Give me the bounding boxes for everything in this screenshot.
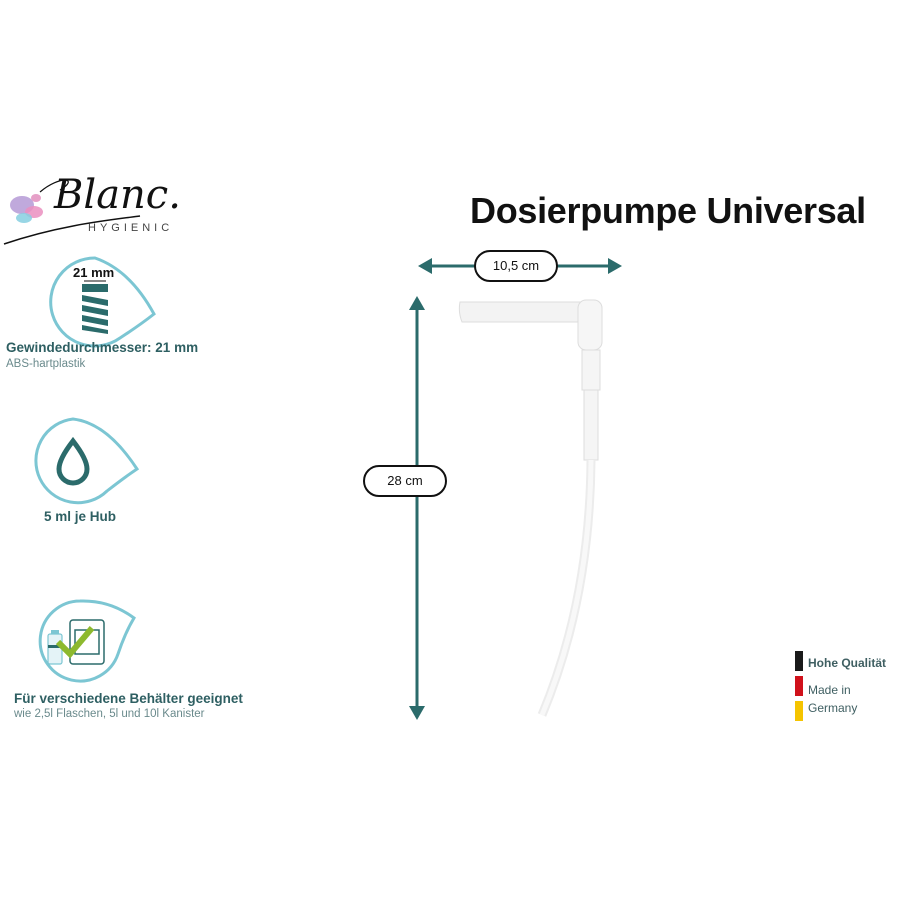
quality-label: Hohe Qualität (808, 656, 887, 670)
brand-name: Blanc. (54, 172, 181, 218)
pump-image (458, 299, 603, 717)
drop-icon (34, 417, 140, 505)
flag-gold-bar (795, 701, 803, 721)
dimension-arrows (409, 258, 622, 720)
brand-logo-icon (3, 179, 141, 245)
page-title: Dosierpumpe Universal (470, 190, 866, 231)
flag-black-bar (795, 651, 803, 671)
flag-red-bar (795, 676, 803, 696)
feature-dose-title: 5 ml je Hub (44, 509, 117, 524)
feature-containers-title: Für verschiedene Behälter geeignet (14, 691, 243, 706)
height-dimension-label: 28 cm (363, 465, 447, 497)
thread-size-badge: 21 mm (73, 265, 115, 280)
made-in-line1: Made in (808, 683, 851, 697)
brand-tagline: HYGIENIC (88, 222, 174, 234)
brand-logo: Blanc. HYGIENIC (0, 170, 190, 250)
feature-thread-title: Gewindedurchmesser: 21 mm (6, 340, 199, 355)
containers-check-icon (38, 599, 136, 683)
made-in-line2: Germany (808, 701, 858, 715)
feature-containers-subtitle: wie 2,5l Flaschen, 5l und 10l Kanister (14, 708, 205, 720)
thread-icon (49, 256, 156, 348)
width-dimension-label: 10,5 cm (474, 250, 558, 282)
feature-thread-subtitle: ABS-hartplastik (6, 358, 86, 370)
